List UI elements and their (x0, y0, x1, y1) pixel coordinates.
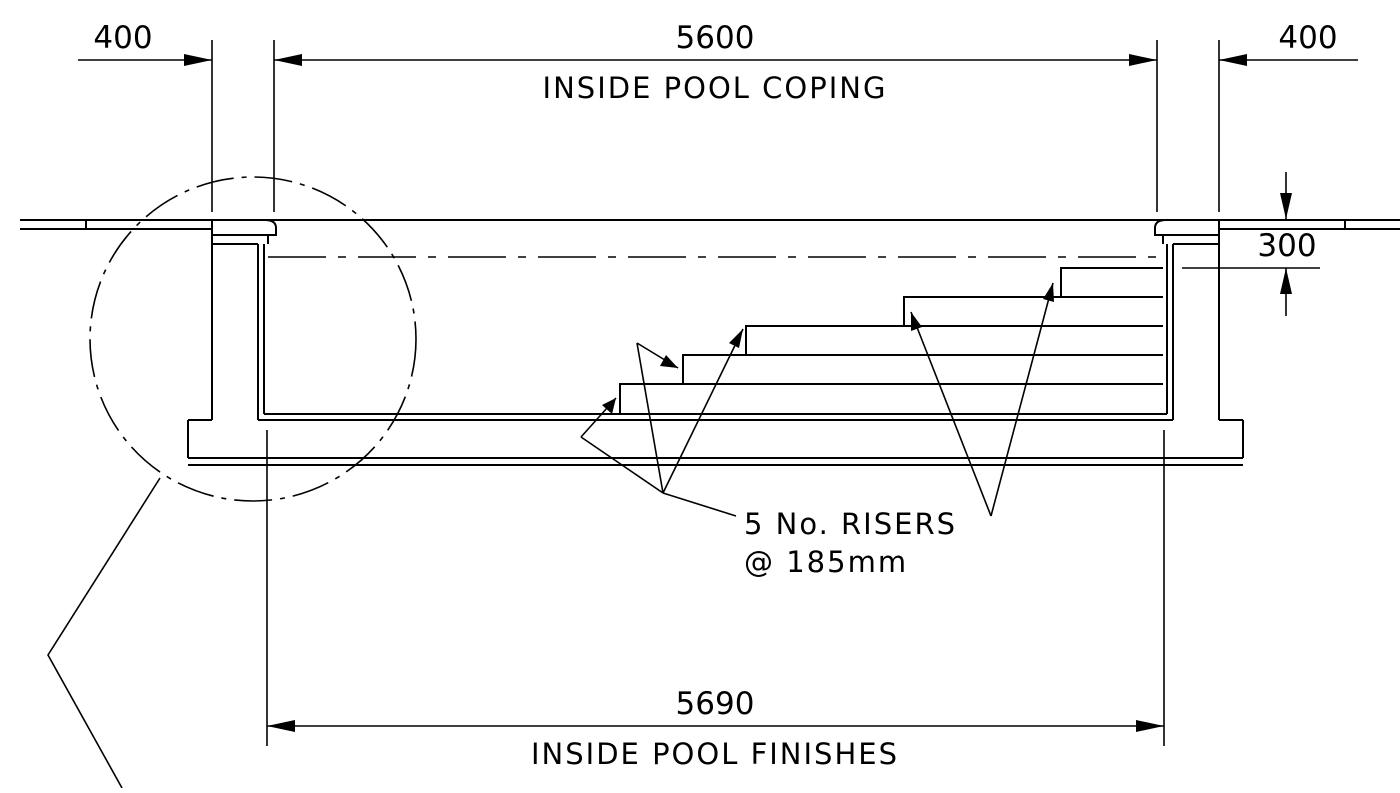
dim-depth-text: 300 (1257, 228, 1316, 264)
pool-wall-right (1154, 219, 1220, 420)
pool-steps (619, 267, 1163, 414)
risers-leader (580, 282, 1054, 517)
pool-floor (187, 413, 1244, 466)
detail-callout-leader (47, 477, 161, 789)
dim-top-right-text: 400 (1278, 20, 1337, 56)
dim-bottom-caption: INSIDE POOL FINISHES (531, 737, 899, 771)
dim-depth-line (1182, 172, 1320, 316)
dim-top-right-line (1219, 54, 1358, 66)
dim-bottom-line (267, 720, 1164, 732)
pool-wall-left (211, 219, 277, 420)
dim-top-left-line (78, 54, 212, 66)
dim-bottom-text: 5690 (676, 686, 755, 722)
extension-lines (211, 40, 1220, 746)
risers-note-line2: @ 185mm (744, 545, 908, 579)
dim-top-caption: INSIDE POOL COPING (543, 71, 888, 105)
dim-top-left-text: 400 (93, 20, 152, 56)
dim-top-center-text: 5600 (676, 20, 755, 56)
dim-top-center-line (274, 54, 1157, 66)
detail-callout-circle (89, 176, 417, 502)
risers-note-line1: 5 No. RISERS (744, 507, 957, 541)
ground-line (20, 219, 1400, 230)
